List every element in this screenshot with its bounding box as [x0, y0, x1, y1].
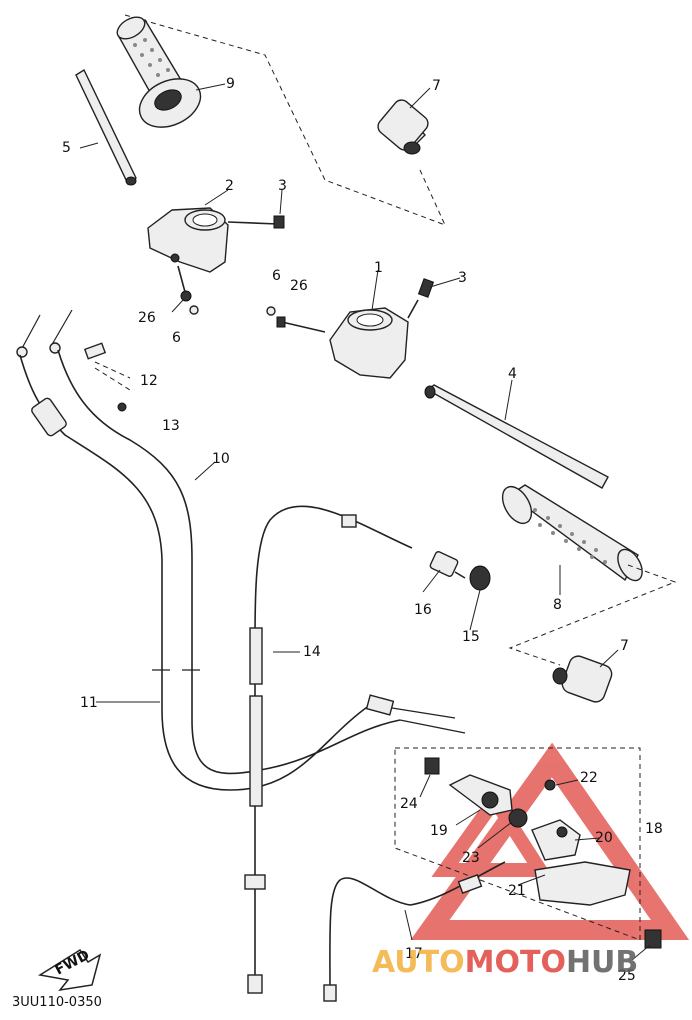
callout-22: 22	[580, 770, 598, 786]
washer-6-left	[189, 305, 199, 315]
callout-19: 19	[430, 823, 448, 839]
bar-end-weight-bottom	[552, 655, 613, 703]
plate-21	[534, 861, 631, 906]
watermark-logo-mark	[410, 742, 690, 940]
bolt-26-left	[177, 265, 192, 302]
callout-6-right: 6	[272, 268, 281, 284]
callout-21: 21	[508, 883, 526, 899]
figure-code: 3UU110-0350	[12, 995, 102, 1010]
callout-13: 13	[162, 418, 180, 434]
watermark-moto: MOTO	[465, 945, 566, 980]
callout-23: 23	[462, 850, 480, 866]
cable-adjusters	[16, 309, 131, 412]
callout-9: 9	[226, 76, 235, 92]
callout-2: 2	[225, 178, 234, 194]
nut-25	[644, 929, 662, 949]
callout-20: 20	[595, 830, 613, 846]
svg-text:AUTOMOTOHUB: AUTOMOTOHUB	[372, 945, 638, 980]
callout-26-left: 26	[138, 310, 156, 326]
grip-left	[116, 16, 202, 128]
callout-3-right: 3	[458, 270, 467, 286]
washer-23	[508, 808, 528, 828]
callout-8: 8	[553, 597, 562, 613]
handlebar-right-pipe	[424, 384, 609, 489]
adjuster-16	[429, 551, 466, 579]
bar-end-weight-top	[377, 99, 429, 155]
callout-5: 5	[62, 140, 71, 156]
callout-24: 24	[400, 796, 418, 812]
callout-15: 15	[462, 629, 480, 645]
lever-bracket-group-outline	[394, 747, 641, 941]
fwd-arrow	[37, 948, 102, 992]
bolt-3-left	[227, 215, 285, 229]
grip-right-outline	[508, 564, 677, 666]
bolt-22	[544, 779, 556, 791]
washer-6-right	[266, 306, 276, 316]
callout-25: 25	[618, 968, 636, 984]
callout-numbers: 9 5 7 2 3 1 3 6 26 26 6 4 12 13 10 8 16 …	[62, 76, 663, 984]
handlebar-left-pipe	[75, 68, 137, 186]
bolt-3-right	[407, 278, 435, 319]
callout-7-top: 7	[432, 78, 441, 94]
callout-14: 14	[303, 644, 321, 660]
callout-4: 4	[508, 366, 517, 382]
watermark-hub: HUB	[566, 945, 638, 980]
callout-3-left: 3	[278, 178, 287, 194]
callout-16: 16	[414, 602, 432, 618]
throttle-housing	[329, 307, 409, 379]
bracket-20	[531, 819, 581, 861]
callout-12: 12	[140, 373, 158, 389]
callout-10: 10	[212, 451, 230, 467]
callout-26-right: 26	[290, 278, 308, 294]
cable-17	[323, 861, 506, 1002]
callout-6-left: 6	[172, 330, 181, 346]
callout-1: 1	[374, 260, 383, 276]
choke-cable	[244, 505, 413, 994]
lever-19	[448, 774, 513, 816]
throttle-cables	[19, 349, 401, 791]
nut-15	[469, 565, 491, 591]
bolt-24	[424, 757, 440, 775]
watermark-auto: AUTO	[372, 945, 465, 980]
callout-18: 18	[645, 821, 663, 837]
grip-group-outline	[124, 14, 446, 226]
callout-7-bottom: 7	[620, 638, 629, 654]
grip-right	[501, 484, 643, 582]
callout-17: 17	[405, 946, 423, 962]
cable-ends-right	[365, 694, 466, 734]
leader-lines	[79, 83, 651, 961]
callout-11: 11	[80, 695, 98, 711]
bolt-26-right	[276, 316, 326, 333]
handlebar-holder-left	[147, 207, 229, 273]
watermark-text: AUTOMOTOHUB	[372, 945, 638, 980]
